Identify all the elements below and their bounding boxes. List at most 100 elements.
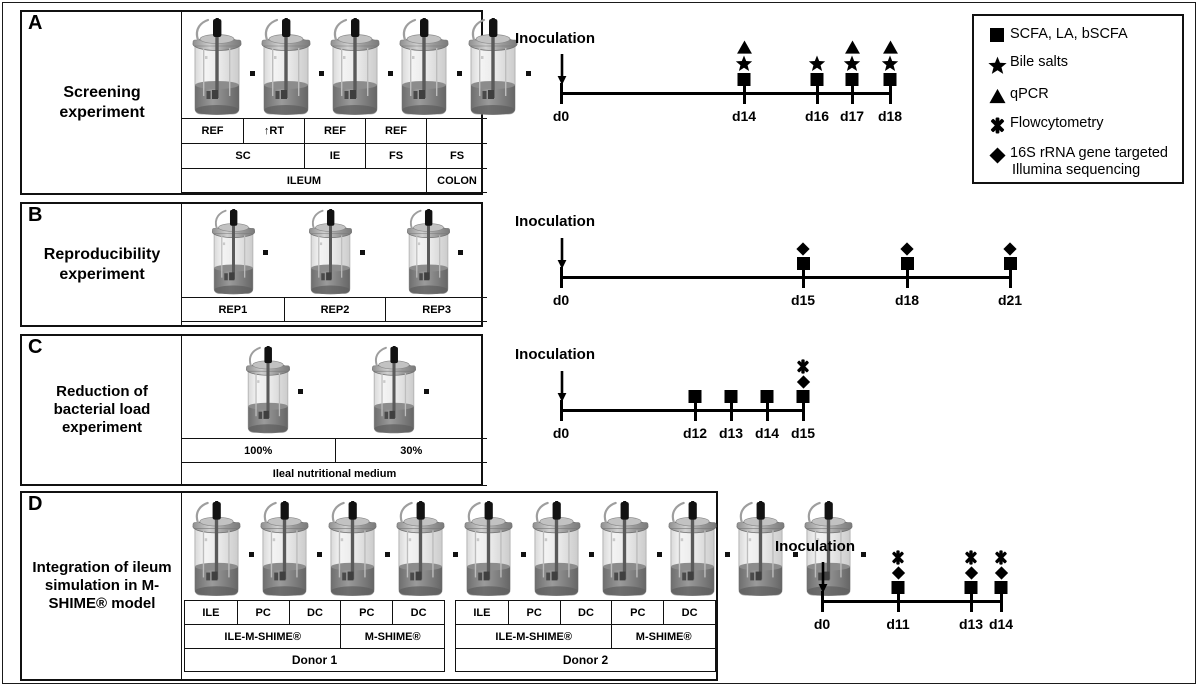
pump-dot-icon [657, 552, 662, 557]
square-marker-icon [1003, 257, 1017, 270]
table-cell: REF [201, 125, 224, 137]
panel-c-axis [560, 409, 803, 412]
timeline-day-label: d14 [754, 425, 780, 441]
pump-dot-icon [385, 552, 390, 557]
timeline-tick [970, 591, 973, 612]
pump-dot-icon [453, 552, 458, 557]
panel-d-axis [821, 600, 1001, 603]
legend-label: SCFA, LA, bSCFA [1010, 26, 1128, 42]
timeline-tick [1009, 267, 1012, 288]
diamond-marker-icon [796, 375, 810, 389]
panel-d: D Integration of ileum simulation in M-S… [20, 491, 866, 681]
legend-item: 16S rRNA gene targeted Illumina sequenci… [984, 145, 1174, 179]
table-cell: 30% [334, 439, 488, 462]
triangle-marker-icon [984, 86, 1010, 104]
bioreactor-icon [254, 501, 315, 599]
panel-d-title: Integration of ileum simulation in M-SHI… [32, 559, 172, 612]
table-cell: DC [559, 601, 612, 624]
timeline-tick [802, 400, 805, 421]
timeline-day-label: d12 [682, 425, 708, 441]
panel-b: B Reproducibility experiment [20, 202, 487, 327]
panel-d-donor2-name: Donor 2 [455, 648, 716, 672]
star-marker-icon [984, 54, 1010, 75]
table-cell: PC [340, 601, 392, 624]
panel-a-reactor-row [182, 12, 531, 118]
timeline-event-markers [724, 390, 738, 403]
bioreactor-icon [206, 209, 261, 297]
timeline-tick [821, 591, 824, 612]
timeline-event-markers [843, 40, 861, 86]
square-marker-icon [845, 73, 859, 86]
bioreactor-icon [594, 501, 655, 599]
timeline-event-markers [760, 390, 774, 403]
panel-c-table-row-1: 100% 30% [182, 438, 487, 462]
cross-marker-icon [994, 550, 1009, 565]
pump-dot-icon [319, 71, 324, 76]
triangle-marker-icon [844, 40, 860, 54]
bioreactor-icon [186, 18, 248, 118]
pump-dot-icon [262, 250, 268, 255]
bioreactor-icon [366, 346, 422, 436]
pump-dot-icon [861, 552, 866, 557]
table-cell: Ileal nutritional medium [272, 468, 397, 480]
table-cell: ILE [473, 606, 491, 619]
square-marker-icon [900, 257, 914, 270]
panel-c-table-row-2: Ileal nutritional medium [182, 462, 487, 486]
table-cell: REP2 [283, 298, 386, 321]
square-marker-icon [796, 257, 810, 270]
square-marker-icon [994, 581, 1008, 594]
bioreactor-icon [390, 501, 451, 599]
table-cell: DC [288, 601, 341, 624]
panel-b-table-row-1: REP1 REP2 REP3 [182, 297, 487, 322]
table-cell: 100% [244, 444, 273, 457]
timeline-day-label: d13 [958, 616, 984, 632]
pump-dot-icon [521, 552, 526, 557]
legend-item: Bile salts [984, 54, 1174, 75]
table-cell: REP1 [218, 303, 248, 316]
panel-a-reactor-table: REF ↑RT REF REF SC IE FS FS ILEUM COLON [181, 10, 531, 195]
bioreactor-icon [393, 18, 455, 118]
pump-dot-icon [725, 552, 730, 557]
bioreactor-icon [458, 501, 519, 599]
legend-label: Bile salts [1010, 54, 1069, 71]
panel-d-donor1-name: Donor 1 [184, 648, 445, 672]
panel-d-donor1-models: ILE-M-SHIME® M-SHIME® [184, 624, 445, 648]
pump-dot-icon [589, 552, 594, 557]
table-cell: FS [365, 144, 426, 168]
cross-marker-icon [891, 550, 906, 565]
timeline-day-label: d16 [804, 108, 830, 124]
table-cell: PC [236, 601, 289, 624]
timeline-day-label: d14 [731, 108, 757, 124]
bioreactor-icon [526, 501, 587, 599]
panel-b-letter: B [28, 204, 43, 226]
table-cell: ILE [202, 606, 220, 619]
table-cell: ILEUM [286, 174, 322, 187]
square-marker-icon [883, 73, 897, 86]
table-cell: REF [365, 119, 426, 143]
panel-a-table-row-2: SC IE FS FS [182, 143, 487, 168]
diamond-marker-icon [1003, 242, 1017, 256]
inoculation-arrow-icon [557, 238, 567, 269]
legend-item: qPCR [984, 86, 1174, 104]
panel-c-reactor-row [182, 340, 487, 436]
bioreactor-icon [730, 501, 791, 599]
timeline-day-label: d13 [718, 425, 744, 441]
legend-item: SCFA, LA, bSCFA [984, 26, 1174, 43]
bioreactor-icon [401, 209, 456, 297]
timeline-event-markers [900, 242, 914, 270]
pump-dot-icon [458, 250, 464, 255]
panel-b-axis [560, 276, 1010, 279]
timeline-tick [730, 400, 733, 421]
timeline-tick [816, 83, 819, 104]
square-marker-icon [724, 390, 738, 403]
pump-dot-icon [424, 389, 430, 394]
timeline-day-label: d11 [886, 616, 910, 632]
panel-d-donor1-compartments: ILE PC DC PC DC [184, 600, 445, 624]
bioreactor-icon [303, 209, 358, 297]
timeline-tick [889, 83, 892, 104]
bioreactor-icon [798, 501, 859, 599]
